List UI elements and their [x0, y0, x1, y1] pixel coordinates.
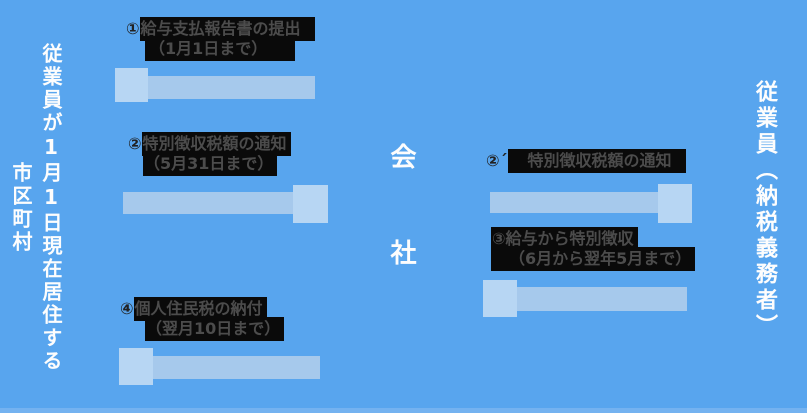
step-3-title: 給与から特別徴収 — [505, 229, 634, 248]
step-2: ②特別徴収税額の通知 （5月31日まで） — [128, 132, 291, 176]
right-arrow-body — [123, 192, 293, 214]
step-4-deadline: （翌月10日まで） — [145, 317, 285, 341]
step-1-deadline: （1月1日まで） — [145, 37, 296, 61]
step-4: ④個人住民税の納付 （翌月10日まで） — [120, 297, 285, 341]
step-1-number: ① — [126, 19, 140, 38]
municipality-label: 従業員が1月1日現在居住する市区町村 — [9, 43, 63, 373]
step-2-deadline-line: （5月31日まで） — [143, 152, 291, 176]
step-3-title-line: ③給与から特別徴収 — [491, 227, 695, 251]
step-2-dash-title: 特別徴収税額の通知 — [507, 149, 686, 173]
step-4-title-line: ④個人住民税の納付 — [120, 297, 284, 321]
step-4-number: ④ — [120, 299, 134, 318]
left-arrow-body — [517, 287, 687, 311]
employee-label: 従業員（納税義務者） — [752, 80, 777, 340]
right-arrow-head — [658, 184, 692, 223]
step-2-dash: ②´特別徴収税額の通知 — [486, 149, 686, 173]
left-arrow-body — [148, 76, 315, 99]
company-label: 会社 — [386, 143, 416, 335]
step-3: ③給与から特別徴収 （6月から翌年5月まで） — [491, 227, 696, 271]
step-3-deadline-line: （6月から翌年5月まで） — [491, 247, 696, 271]
left-arrow-head — [483, 280, 517, 317]
step-4-deadline-line: （翌月10日まで） — [145, 317, 285, 341]
step-3-deadline: （6月から翌年5月まで） — [491, 247, 696, 271]
left-arrow-body — [153, 356, 320, 379]
right-arrow-head — [293, 185, 328, 223]
left-arrow-head — [119, 348, 153, 385]
step-2-deadline: （5月31日まで） — [143, 152, 278, 176]
step-3-number: ③ — [492, 229, 506, 248]
left-arrow-head — [115, 68, 148, 102]
step-2-title-line: ②特別徴収税額の通知 — [128, 132, 291, 156]
step-2-dash-number: ②´ — [486, 151, 508, 170]
step-1-title-line: ①給与支払報告書の提出 — [126, 17, 315, 41]
right-arrow-body — [490, 192, 660, 213]
step-2-number: ② — [128, 134, 142, 153]
step-2-dash-title-line: ②´特別徴収税額の通知 — [486, 149, 686, 173]
step-1-deadline-line: （1月1日まで） — [145, 37, 315, 61]
step-1: ①給与支払報告書の提出 （1月1日まで） — [126, 17, 315, 61]
bottom-edge-strip — [0, 408, 807, 413]
